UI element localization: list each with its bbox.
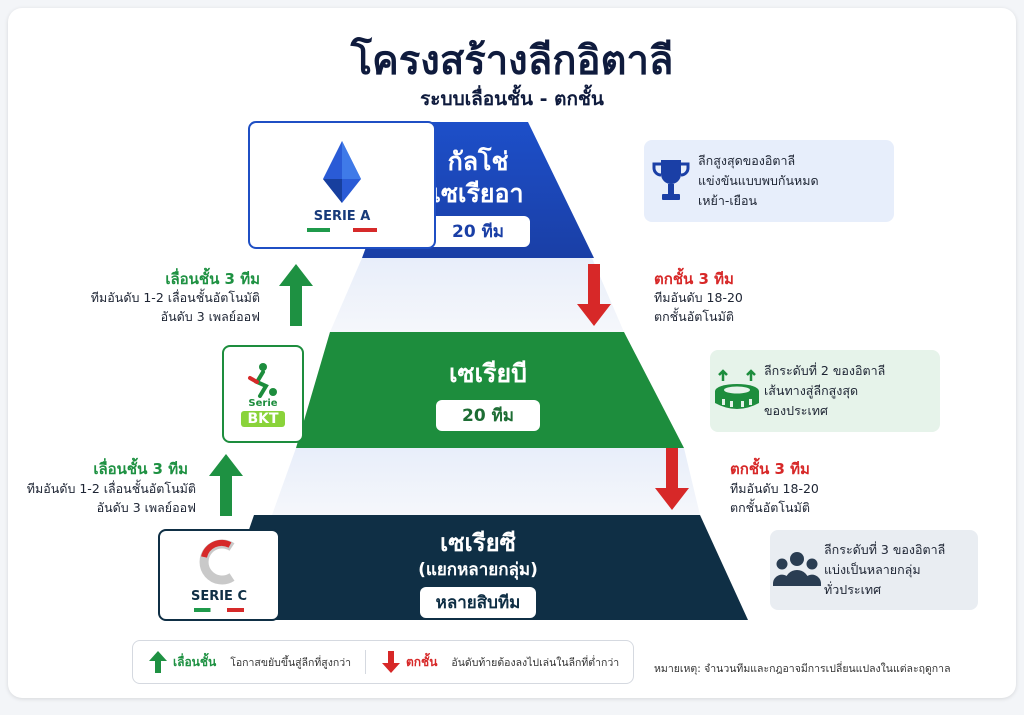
serie-a-emblem-icon (323, 140, 361, 203)
italy-flag-stripe (194, 607, 244, 612)
info-card-serie-a: ลีกสูงสุดของอิตาลี แข่งขันแบบพบกันหมด เห… (644, 140, 894, 222)
serie-b-logo-text-bottom: BKT (241, 410, 285, 427)
legend-promote-label: เลื่อนชั้น (173, 654, 217, 669)
info-card-line3: ของประเทศ (764, 403, 828, 418)
legend-relegate-desc: อันดับท้ายต้องลงไปเล่นในลีกที่ต่ำกว่า (451, 656, 620, 669)
promote-desc-line2: อันดับ 3 เพลย์ออฟ (96, 500, 196, 515)
tier-gap-1 (330, 258, 624, 332)
info-card-line2: แข่งขันแบบพบกันหมด (698, 173, 819, 188)
info-card-line2: แบ่งเป็นหลายกลุ่ม (824, 562, 921, 577)
info-card-serie-b: ลีกระดับที่ 2 ของอิตาลี เส้นทางสู่ลีกสูง… (710, 350, 940, 432)
page-subtitle: ระบบเลื่อนชั้น - ตกชั้น (420, 88, 604, 110)
serie-c-emblem-icon (199, 539, 235, 584)
promote-title: เลื่อนชั้น 3 ทีม (93, 460, 188, 478)
promote-desc-line1: ทีมอันดับ 1-2 เลื่อนชั้นอัตโนมัติ (26, 481, 196, 496)
relegate-arrow-icon (381, 651, 400, 673)
tier-gap-2 (272, 448, 700, 515)
stadium-icon (715, 369, 759, 409)
relegate-title: ตกชั้น 3 ทีม (730, 460, 810, 478)
relegate-desc-line2: ตกชั้นอัตโนมัติ (654, 309, 734, 324)
info-card-line3: เหย้า-เยือน (698, 193, 758, 208)
serie-b-logo-text-top: Serie (248, 397, 278, 409)
info-card-serie-c: ลีกระดับที่ 3 ของอิตาลี แบ่งเป็นหลายกลุ่… (770, 530, 978, 610)
tier-serie-c-line2: (แยกหลายกลุ่ม) (418, 560, 538, 580)
page-title: โครงสร้างลีกอิตาลี (350, 38, 674, 84)
trophy-icon (652, 160, 690, 200)
promote-arrow-icon (209, 454, 243, 516)
info-card-line3: ทั่วประเทศ (824, 582, 882, 597)
tier-serie-c-line1: เซเรียซี (440, 529, 516, 557)
tier-serie-b: เซเรียบี 20 ทีม (388, 358, 588, 431)
info-card-line1: ลีกระดับที่ 2 ของอิตาลี (764, 363, 886, 378)
legend-divider (364, 650, 366, 674)
tier-serie-a-line2: เซเรียอา (432, 179, 524, 208)
promote-title: เลื่อนชั้น 3 ทีม (165, 270, 260, 288)
legend-promote-desc: โอกาสขยับขึ้นสู่ลีกที่สูงกว่า (230, 656, 351, 669)
relegate-desc-line2: ตกชั้นอัตโนมัติ (730, 500, 810, 515)
promote-arrow-icon (279, 264, 313, 326)
serie-c-logo: SERIE C (158, 529, 280, 621)
tier-serie-c-shape (218, 515, 748, 620)
serie-b-logo: Serie BKT (222, 345, 304, 443)
serie-a-logo: SERIE A (248, 121, 436, 249)
info-card-line1: ลีกระดับที่ 3 ของอิตาลี (824, 542, 946, 557)
footnote: หมายเหตุ: จำนวนทีมและกฎอาจมีการเปลี่ยนแป… (654, 663, 951, 675)
tier-serie-c-teams: หลายสิบทีม (419, 587, 537, 618)
relegate-title: ตกชั้น 3 ทีม (654, 270, 734, 288)
tier-serie-a-teams: 20 ทีม (426, 216, 530, 247)
promote-desc: ทีมอันดับ 1-2 เลื่อนชั้นอัตโนมัติ อันดับ… (48, 288, 260, 326)
promote-desc-line1: ทีมอันดับ 1-2 เลื่อนชั้นอัตโนมัติ (90, 290, 260, 305)
tier-serie-a-line1: กัลโช่ (447, 147, 509, 176)
relegate-desc: ทีมอันดับ 18-20 ตกชั้นอัตโนมัติ (730, 479, 819, 517)
serie-c-logo-text: SERIE C (190, 588, 248, 604)
tier-serie-a: กัลโช่ เซเรียอา 20 ทีม (398, 146, 558, 247)
info-card-line2: เส้นทางสู่ลีกสูงสุด (764, 383, 859, 398)
legend-relegate-label: ตกชั้น (405, 654, 438, 669)
relegate-desc-line1: ทีมอันดับ 18-20 (654, 290, 743, 305)
relegate-desc: ทีมอันดับ 18-20 ตกชั้นอัตโนมัติ (654, 288, 743, 326)
people-icon (772, 552, 822, 586)
serie-a-logo-text: SERIE A (313, 208, 371, 224)
infographic-card: โครงสร้างลีกอิตาลี ระบบเลื่อนชั้น - ตกชั… (8, 8, 1016, 698)
relegate-arrow-icon (577, 264, 611, 326)
tier-serie-c: เซเรียซี (แยกหลายกลุ่ม) หลายสิบทีม (378, 529, 578, 618)
tier-serie-b-teams: 20 ทีม (436, 400, 540, 431)
info-card-line1: ลีกสูงสุดของอิตาลี (698, 153, 796, 168)
player-icon (248, 362, 277, 398)
relegate-desc-line1: ทีมอันดับ 18-20 (730, 481, 819, 496)
italy-flag-stripe (307, 227, 377, 232)
relegate-arrow-icon (655, 448, 689, 510)
tier-serie-b-line1: เซเรียบี (448, 359, 527, 388)
promote-desc: ทีมอันดับ 1-2 เลื่อนชั้นอัตโนมัติ อันดับ… (16, 479, 196, 517)
promote-arrow-icon (149, 651, 167, 673)
tier-serie-b-shape (296, 332, 684, 448)
promote-desc-line2: อันดับ 3 เพลย์ออฟ (160, 309, 260, 324)
legend: เลื่อนชั้น โอกาสขยับขึ้นสู่ลีกที่สูงกว่า… (132, 640, 634, 684)
